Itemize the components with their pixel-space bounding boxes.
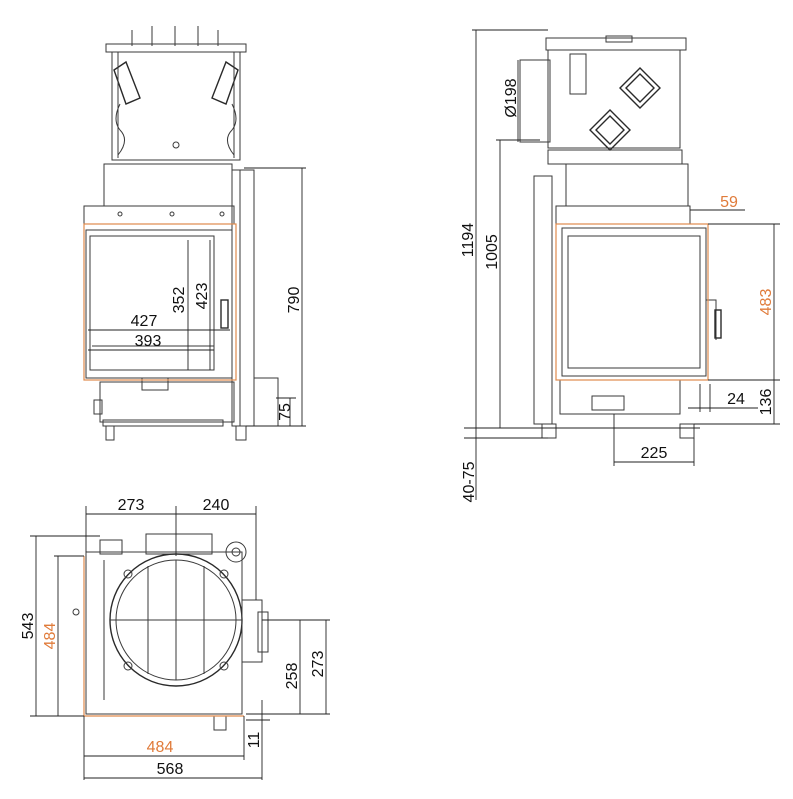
plan-dim-543: 543 <box>20 613 37 640</box>
front-view: 790 423 352 427 393 75 <box>83 26 306 441</box>
side-dim-198: Ø198 <box>503 78 520 117</box>
front-dim-352: 352 <box>171 287 188 314</box>
front-dim-790: 790 <box>286 287 303 314</box>
side-body <box>533 163 722 439</box>
side-frame-outline <box>555 223 709 381</box>
front-dim-423: 423 <box>194 283 211 310</box>
plan-dim-258: 258 <box>284 663 301 690</box>
side-flue-box <box>519 35 687 165</box>
plan-dim-484-horizontal: 484 <box>147 739 174 756</box>
front-frame-outline <box>83 223 237 381</box>
front-flue-box <box>105 26 247 161</box>
front-dimensions: 790 423 352 427 393 75 <box>88 167 306 427</box>
side-dim-24: 24 <box>727 391 745 408</box>
plan-dim-273-side: 273 <box>310 651 327 678</box>
plan-dim-273-top: 273 <box>118 497 145 514</box>
plan-frame-outline <box>83 556 244 717</box>
front-dim-427: 427 <box>131 313 158 330</box>
plan-dim-568: 568 <box>157 761 184 778</box>
front-dim-393: 393 <box>135 333 162 350</box>
side-dim-136: 136 <box>758 389 775 416</box>
side-view: 1194 1005 Ø198 40-75 59 483 136 24 <box>460 29 780 502</box>
side-dim-1194: 1194 <box>460 223 477 258</box>
plan-dim-484-vertical: 484 <box>42 623 59 650</box>
side-dim-483: 483 <box>758 289 775 316</box>
plan-body <box>72 533 269 731</box>
plan-dimensions: 273 240 543 484 258 273 11 484 568 <box>20 497 330 780</box>
plan-dim-240: 240 <box>203 497 230 514</box>
side-dim-1005: 1005 <box>484 234 501 270</box>
front-body <box>83 163 279 441</box>
side-dim-40-75: 40-75 <box>461 461 478 502</box>
plan-dim-11: 11 <box>246 732 263 749</box>
side-dim-225: 225 <box>641 445 668 462</box>
plan-view: 273 240 543 484 258 273 11 484 568 <box>20 497 330 780</box>
front-dim-75: 75 <box>277 403 294 421</box>
side-dim-59: 59 <box>720 194 738 211</box>
side-dimensions: 1194 1005 Ø198 40-75 59 483 136 24 <box>460 29 780 502</box>
